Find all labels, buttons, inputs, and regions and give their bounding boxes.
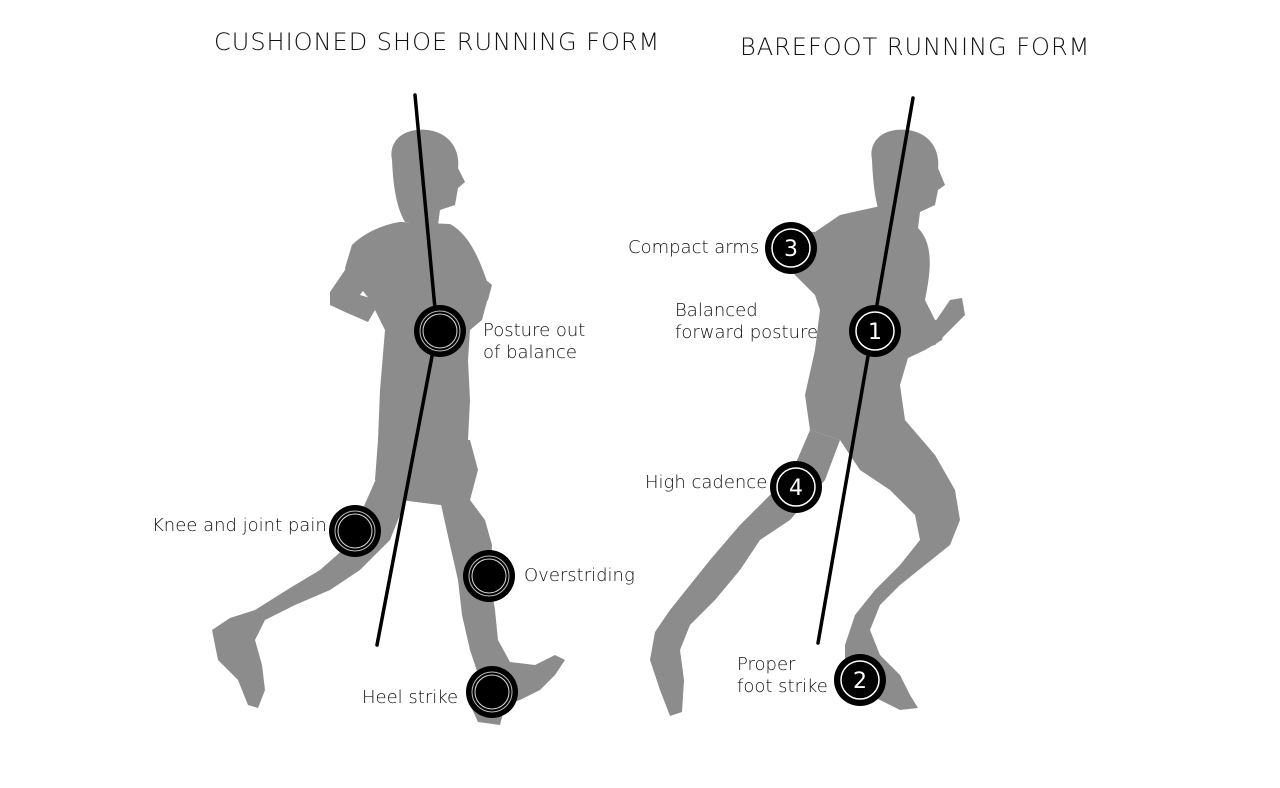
label-heel-strike: Heel strike — [362, 687, 459, 708]
label-line: Balanced — [675, 300, 758, 321]
marker-number-1: 1 — [868, 320, 882, 345]
label-line: of balance — [483, 342, 577, 363]
marker-number-2: 2 — [853, 669, 867, 694]
label-posture-out-of-balance: Posture out of balance — [483, 320, 585, 364]
left-runner-silhouette — [212, 129, 565, 725]
label-proper-foot-strike: Proper foot strike — [737, 654, 828, 698]
left-title: CUSHIONED SHOE RUNNING FORM — [214, 28, 661, 56]
right-title: BAREFOOT RUNNING FORM — [740, 33, 1091, 61]
marker-balanced: 1 — [849, 305, 901, 357]
label-line: Posture out — [483, 320, 586, 341]
label-knee-joint-pain: Knee and joint pain — [152, 515, 327, 536]
marker-posture-left — [414, 305, 466, 357]
marker-number-3: 3 — [784, 237, 798, 262]
right-posture-line — [816, 96, 915, 645]
left-posture-line — [375, 93, 439, 647]
label-line: Proper — [737, 654, 796, 675]
label-line: foot strike — [737, 676, 828, 697]
marker-overstriding-left — [463, 550, 515, 602]
marker-heel-left — [466, 666, 518, 718]
marker-knee-left — [329, 505, 381, 557]
marker-foot-strike: 2 — [834, 654, 886, 706]
label-compact-arms: Compact arms — [628, 237, 760, 258]
label-line: forward posture — [675, 322, 819, 343]
right-runner-silhouette — [650, 129, 965, 716]
label-overstriding: Overstriding — [524, 565, 635, 586]
label-high-cadence: High cadence — [645, 472, 768, 493]
marker-high-cadence: 4 — [770, 461, 822, 513]
marker-compact-arms: 3 — [765, 222, 817, 274]
marker-number-4: 4 — [789, 476, 803, 501]
label-balanced-forward-posture: Balanced forward posture — [675, 300, 818, 344]
